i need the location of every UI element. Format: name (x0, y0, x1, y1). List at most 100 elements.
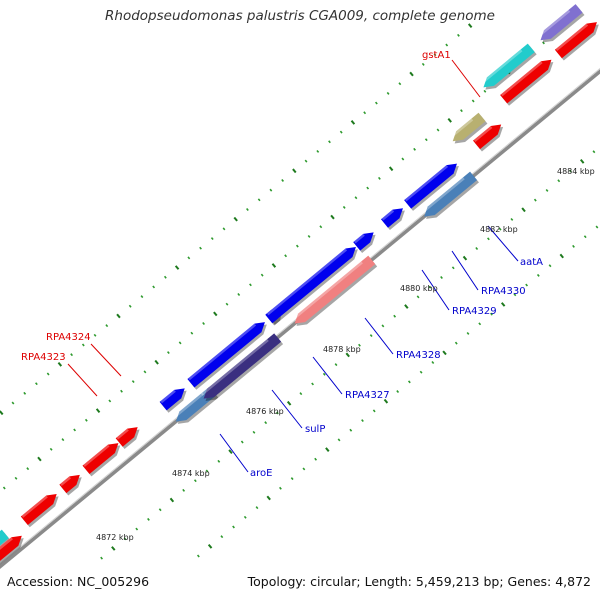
tick-dash (257, 198, 261, 202)
tick-dash (337, 438, 341, 442)
tick-dash (140, 295, 144, 299)
tick-dash (358, 343, 361, 347)
tick-dash (377, 176, 381, 180)
tick-label-4882: 4882 kbp (480, 225, 518, 234)
tick-dash (26, 467, 30, 471)
gene-arrow-RPA4328b[interactable] (291, 255, 378, 330)
tick-dash (105, 324, 109, 328)
tick-dash (401, 157, 405, 161)
gene-arrow-RPA4328[interactable] (266, 243, 361, 325)
tick-dash (116, 313, 121, 319)
tick-dash (467, 23, 473, 29)
gene-arrow-purple[interactable] (537, 4, 585, 47)
leader-RPA4328 (364, 317, 394, 355)
tick-dash (147, 517, 150, 521)
tick-dash (447, 117, 452, 123)
tick-dash (307, 234, 311, 238)
tick-dash (233, 216, 238, 222)
tick-dash (271, 263, 277, 268)
gene-label-aatA[interactable]: aatA (520, 257, 543, 268)
gene-label-RPA4324[interactable]: RPA4324 (46, 332, 91, 343)
tick-dash (266, 495, 271, 501)
gene-arrow-RPA4329[interactable] (353, 228, 379, 253)
gene-label-RPA4327[interactable]: RPA4327 (345, 390, 390, 401)
tick-dash (433, 53, 437, 57)
tick-dash (81, 343, 85, 347)
tick-dash (205, 469, 209, 473)
gene-label-sulP[interactable]: sulP (305, 424, 325, 435)
tick-dash (178, 341, 182, 345)
gene-features (0, 4, 600, 578)
gene-label-RPA4323[interactable]: RPA4323 (21, 352, 66, 363)
gene-arrow-blue-a[interactable] (159, 384, 191, 413)
gene-arrow-aatA-lower[interactable] (421, 171, 479, 224)
tick-dash (536, 273, 540, 277)
tick-dash (120, 389, 123, 393)
gene-label-RPA4330[interactable]: RPA4330 (481, 286, 526, 297)
tick-dash (158, 508, 162, 512)
gene-arrow-sulP[interactable] (187, 318, 270, 390)
tick-dash (460, 109, 463, 113)
gene-arrow-red-gst[interactable] (473, 120, 507, 152)
tick-dash (100, 556, 103, 560)
tick-dash (490, 312, 493, 316)
gene-arrow-aatA[interactable] (404, 159, 462, 211)
tick-dash (49, 447, 53, 451)
tick-dash (281, 179, 285, 182)
tick-label-4884: 4884 kbp (557, 167, 595, 176)
gene-arrow-cyan-top[interactable] (480, 43, 537, 94)
tick-dash (249, 283, 252, 287)
tick-dash (84, 418, 88, 422)
gene-label-RPA4329[interactable]: RPA4329 (452, 306, 497, 317)
tick-dash (302, 467, 306, 471)
tick-dash (154, 359, 159, 365)
gene-label-RPA4328[interactable]: RPA4328 (396, 350, 441, 361)
tick-dash (349, 428, 353, 432)
tick-dash (330, 214, 335, 220)
map-title: Rhodopseudomonas palustris CGA009, compl… (105, 8, 495, 24)
tick-dash (483, 89, 487, 93)
tick-dash (462, 255, 468, 261)
tick-dash (276, 411, 279, 415)
gene-arrow-red-2[interactable] (59, 471, 85, 496)
gene-label-aroE[interactable]: aroE (250, 468, 272, 479)
tick-dash (548, 264, 552, 268)
gene-arrow-RPA4327[interactable] (200, 333, 284, 405)
tick-dash (350, 120, 356, 125)
tick-dash (457, 33, 460, 37)
tick-dash (366, 186, 370, 190)
tick-dash (11, 401, 15, 405)
tick-dash (299, 392, 303, 396)
tick-dash (202, 322, 205, 325)
tick-dash (187, 256, 191, 260)
gene-arrow-red-RPA4323[interactable] (82, 439, 124, 477)
tick-dash (396, 390, 400, 393)
gene-arrow-red-1[interactable] (20, 490, 62, 528)
tick-dash (61, 438, 65, 442)
tick-dash (279, 486, 282, 490)
gene-arrow-gstA1[interactable] (449, 112, 488, 148)
tick-dash (217, 459, 221, 463)
tick-dash (421, 62, 425, 66)
tick-dash (557, 179, 561, 183)
tick-dash (451, 266, 455, 270)
tick-dash (135, 527, 139, 531)
tick-dash (0, 410, 4, 416)
tick-dash (304, 159, 308, 163)
tick-dash (383, 398, 389, 404)
tick-dash (436, 128, 440, 132)
gene-arrow-red-RPA4324[interactable] (115, 423, 143, 450)
gene-arrow-red-top2[interactable] (554, 18, 600, 61)
tick-dash (23, 391, 27, 395)
tick-dash (111, 546, 116, 551)
gene-arrow-red-top[interactable] (500, 55, 557, 106)
gene-arrow-RPA4330[interactable] (380, 204, 408, 231)
tick-dash (152, 285, 156, 289)
tick-dash (345, 352, 350, 358)
tick-dash (398, 82, 402, 86)
gene-label-gstA1[interactable]: gstA1 (422, 50, 451, 61)
tick-dash (579, 159, 585, 164)
tick-label-4872: 4872 kbp (96, 533, 134, 542)
gene-arrow-red-left[interactable] (0, 532, 27, 578)
